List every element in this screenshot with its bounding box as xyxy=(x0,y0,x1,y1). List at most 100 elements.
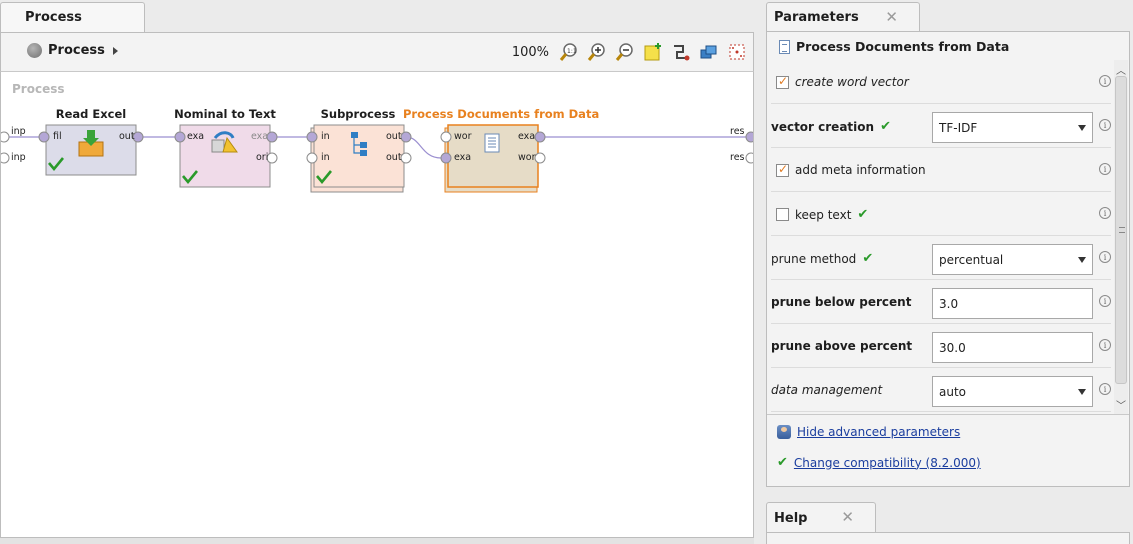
port-label: fil xyxy=(53,131,62,142)
close-icon[interactable]: ✕ xyxy=(841,508,854,526)
port xyxy=(534,152,546,164)
param-label-text: create word vector xyxy=(795,75,909,89)
field-value: 3.0 xyxy=(939,297,959,311)
port xyxy=(266,131,278,143)
keep-text-checkbox[interactable] xyxy=(776,208,789,221)
process-toolbar: Process 100% 1:1 xyxy=(0,32,754,72)
change-compatibility-link[interactable]: Change compatibility (8.2.000) xyxy=(793,455,981,470)
param-label: prune below percent xyxy=(771,295,911,309)
port xyxy=(400,131,412,143)
prune-method-select[interactable]: percentual xyxy=(932,244,1093,275)
tab-parameters[interactable]: Parameters ✕ xyxy=(766,2,920,32)
scroll-up-icon[interactable]: ︿ xyxy=(1116,66,1126,77)
info-icon[interactable]: i xyxy=(1099,383,1111,395)
parameters-operator-name: Process Documents from Data xyxy=(796,39,1010,54)
chevron-right-icon[interactable] xyxy=(112,46,118,55)
tab-help[interactable]: Help ✕ xyxy=(766,502,876,533)
port-label: out xyxy=(386,131,402,142)
info-icon[interactable]: i xyxy=(1099,119,1111,131)
read-excel-arrow xyxy=(83,130,99,146)
compatibility-row: ✔ Change compatibility (8.2.000) xyxy=(777,455,981,470)
port-label: ori xyxy=(256,152,269,163)
port xyxy=(440,152,452,164)
param-label-text: prune below percent xyxy=(771,295,912,309)
param-row-prune-below-percent: prune below percent 3.0 i xyxy=(771,280,1111,324)
prune-below-percent-field[interactable]: 3.0 xyxy=(932,288,1093,319)
operator-title-subprocess[interactable]: Subprocess xyxy=(320,107,396,121)
breadcrumb[interactable]: Process xyxy=(27,43,118,58)
select-value: percentual xyxy=(939,253,1004,267)
tab-process-label: Process xyxy=(25,10,82,25)
add-note-icon[interactable] xyxy=(643,42,663,62)
operator-ok-check xyxy=(48,157,65,172)
param-row-prune-method: prune method ✔ percentual i xyxy=(771,236,1111,280)
process-root-icon xyxy=(27,43,42,58)
data-management-select[interactable]: auto xyxy=(932,376,1093,407)
scroll-down-icon[interactable]: ﹀ xyxy=(1116,401,1126,412)
operator-box-nominal-to-text xyxy=(179,124,271,188)
param-label: prune above percent xyxy=(771,339,912,353)
operator-ok-check xyxy=(316,170,333,185)
process-canvas[interactable]: Process xyxy=(0,72,754,538)
grip-icon xyxy=(1119,227,1125,233)
zoom-fit-icon[interactable]: 1:1 xyxy=(559,42,579,62)
operator-ok-check xyxy=(182,170,199,185)
parameter-list: create word vector i vector creation ✔ T… xyxy=(771,60,1111,412)
parameters-panel: Process Documents from Data create word … xyxy=(766,31,1130,487)
nominal-to-text-arrow xyxy=(213,131,235,140)
tab-help-label: Help xyxy=(774,511,808,526)
param-label-text: data management xyxy=(771,383,883,397)
param-label-text: prune above percent xyxy=(771,339,913,353)
chevron-down-icon[interactable] xyxy=(1078,257,1086,263)
vector-creation-select[interactable]: TF-IDF xyxy=(932,112,1093,143)
add-meta-information-checkbox[interactable] xyxy=(776,162,789,177)
scroll-thumb[interactable] xyxy=(1115,76,1127,384)
create-word-vector-checkbox[interactable] xyxy=(776,74,789,89)
operator-title-process-documents[interactable]: Process Documents from Data xyxy=(403,107,600,121)
info-icon[interactable]: i xyxy=(1099,295,1111,307)
auto-wire-icon[interactable] xyxy=(671,42,691,62)
info-icon[interactable]: i xyxy=(1099,75,1111,87)
breadcrumb-process[interactable]: Process xyxy=(48,43,105,58)
param-row-prune-above-percent: prune above percent 30.0 i xyxy=(771,324,1111,368)
zoom-tools: 100% 1:1 xyxy=(512,42,747,62)
chevron-down-icon[interactable] xyxy=(1078,389,1086,395)
port-label: wor xyxy=(518,152,536,163)
port-label: in xyxy=(321,152,330,163)
info-icon[interactable]: i xyxy=(1099,207,1111,219)
nominal-to-text-cube xyxy=(211,139,225,153)
port xyxy=(440,131,452,143)
parameters-scrollbar[interactable]: ︿ ﹀ xyxy=(1114,60,1128,414)
port xyxy=(306,152,318,164)
info-icon[interactable]: i xyxy=(1099,163,1111,175)
close-icon[interactable]: ✕ xyxy=(885,8,898,26)
prune-above-percent-field[interactable]: 30.0 xyxy=(932,332,1093,363)
check-icon: ✔ xyxy=(777,455,788,470)
port xyxy=(132,131,144,143)
info-icon[interactable]: i xyxy=(1099,251,1111,263)
operator-title-read-excel[interactable]: Read Excel xyxy=(55,107,127,121)
zoom-in-icon[interactable] xyxy=(587,42,607,62)
process-panel-bottom xyxy=(0,537,754,544)
subprocess-icon xyxy=(351,132,358,138)
select-value: TF-IDF xyxy=(939,121,978,135)
param-row-vector-creation: vector creation ✔ TF-IDF i xyxy=(771,104,1111,148)
canvas-result-port xyxy=(745,152,753,164)
port-label: wor xyxy=(454,131,472,142)
hide-advanced-parameters-link[interactable]: Hide advanced parameters xyxy=(797,425,961,439)
operator-order-icon[interactable] xyxy=(699,42,719,62)
chevron-down-icon[interactable] xyxy=(1078,125,1086,131)
canvas-port-label: res xyxy=(730,152,745,163)
canvas-port-label: inp xyxy=(11,126,26,137)
param-row-data-management: data management auto i xyxy=(771,368,1111,412)
connection-layer xyxy=(1,124,753,193)
tab-process[interactable]: Process xyxy=(0,2,145,33)
info-icon[interactable]: i xyxy=(1099,339,1111,351)
param-label: data management xyxy=(771,383,882,397)
param-row-add-meta-information: add meta information i xyxy=(771,148,1111,192)
arrange-grid-icon[interactable] xyxy=(727,42,747,62)
process-panel: Process Process 100% 1:1 xyxy=(0,2,754,544)
operator-title-nominal-to-text[interactable]: Nominal to Text xyxy=(174,107,276,121)
zoom-out-icon[interactable] xyxy=(615,42,635,62)
